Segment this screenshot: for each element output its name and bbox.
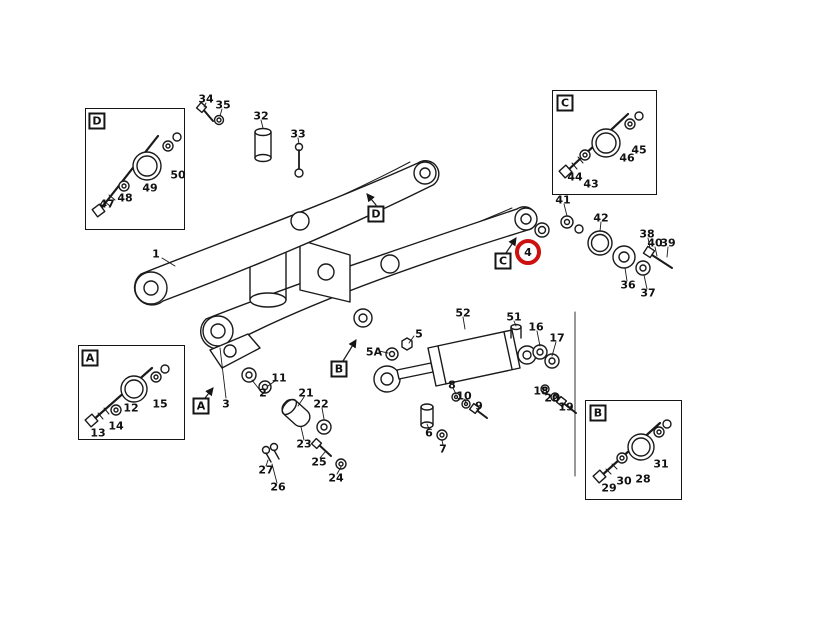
part-callout-10[interactable]: 10 <box>456 389 472 403</box>
part-callout-25[interactable]: 25 <box>311 455 327 469</box>
part-callout-50[interactable]: 50 <box>170 168 186 182</box>
part-callout-36[interactable]: 36 <box>620 278 636 292</box>
part-callout-19[interactable]: 19 <box>558 400 574 414</box>
hardware-5-5a <box>385 337 413 361</box>
detail-box-letter-D: D <box>88 112 106 130</box>
part-callout-45[interactable]: 45 <box>631 143 647 157</box>
part-callout-6[interactable]: 6 <box>425 426 433 440</box>
part-callout-14[interactable]: 14 <box>108 419 124 433</box>
part-callout-13[interactable]: 13 <box>90 426 106 440</box>
part-callout-5A[interactable]: 5A <box>365 345 383 359</box>
part-callout-39[interactable]: 39 <box>660 236 676 250</box>
part-callout-31[interactable]: 31 <box>653 457 669 471</box>
detail-box-letter-B: B <box>589 404 607 422</box>
hardware-lower-left-axis <box>241 367 347 470</box>
part-callout-4[interactable]: 4 <box>515 239 541 265</box>
part-callout-33[interactable]: 33 <box>290 127 306 141</box>
part-callout-37[interactable]: 37 <box>640 286 656 300</box>
detail-box-letter-C: C <box>556 94 574 112</box>
part-callout-8[interactable]: 8 <box>448 378 456 392</box>
part-callout-30[interactable]: 30 <box>616 474 632 488</box>
part-callout-12[interactable]: 12 <box>123 401 139 415</box>
ref-marker-D: D <box>367 205 385 223</box>
detail-box-A <box>78 345 185 440</box>
part-callout-21[interactable]: 21 <box>298 386 314 400</box>
part-callout-48[interactable]: 48 <box>117 191 133 205</box>
part-callout-26[interactable]: 26 <box>270 480 286 494</box>
ref-marker-arrows <box>204 193 517 399</box>
part-callout-24[interactable]: 24 <box>328 471 344 485</box>
part-callout-41[interactable]: 41 <box>555 193 571 207</box>
detail-d-art <box>91 132 182 218</box>
part-callout-42[interactable]: 42 <box>593 211 609 225</box>
part-callout-7[interactable]: 7 <box>439 442 447 456</box>
leader-lines <box>161 102 669 484</box>
part-callout-47[interactable]: 47 <box>99 197 115 211</box>
part-callout-17[interactable]: 17 <box>549 331 565 345</box>
part-callout-9[interactable]: 9 <box>475 399 483 413</box>
part-callout-18[interactable]: 18 <box>533 384 549 398</box>
part-callout-20[interactable]: 20 <box>544 391 560 405</box>
part-callout-46[interactable]: 46 <box>619 151 635 165</box>
lower-arm <box>199 206 538 350</box>
hardware-upper-right-axis <box>534 215 673 276</box>
part-callout-38[interactable]: 38 <box>639 227 655 241</box>
part-callout-44[interactable]: 44 <box>567 170 583 184</box>
part-callout-43[interactable]: 43 <box>583 177 599 191</box>
ref-marker-A: A <box>192 397 210 415</box>
part-callout-3[interactable]: 3 <box>222 397 230 411</box>
part-callout-32[interactable]: 32 <box>253 109 269 123</box>
detail-a-art <box>84 364 170 428</box>
hydraulic-cylinder <box>373 323 537 393</box>
part-callout-2[interactable]: 2 <box>259 386 267 400</box>
part-callout-51[interactable]: 51 <box>506 310 522 324</box>
part-callout-40[interactable]: 40 <box>647 236 663 250</box>
upper-arm <box>133 160 440 306</box>
detail-box-C <box>552 90 657 195</box>
part-callout-34[interactable]: 34 <box>198 92 214 106</box>
part-callout-52[interactable]: 52 <box>455 306 471 320</box>
part-callout-29[interactable]: 29 <box>601 481 617 495</box>
ref-marker-C: C <box>494 252 512 270</box>
detail-box-B <box>585 400 682 500</box>
part-callout-28[interactable]: 28 <box>635 472 651 486</box>
part-callout-1[interactable]: 1 <box>152 247 160 261</box>
part-callout-49[interactable]: 49 <box>142 181 158 195</box>
part-callout-15[interactable]: 15 <box>152 397 168 411</box>
hardware-16-20 <box>532 344 577 414</box>
part-callout-5[interactable]: 5 <box>415 327 423 341</box>
part-callout-35[interactable]: 35 <box>215 98 231 112</box>
hardware-top <box>195 101 304 178</box>
detail-b-art <box>592 419 672 484</box>
part-callout-11[interactable]: 11 <box>271 371 287 385</box>
detail-c-art <box>558 111 644 179</box>
detail-box-letter-A: A <box>81 349 99 367</box>
part-callout-22[interactable]: 22 <box>313 397 329 411</box>
part-callout-27[interactable]: 27 <box>258 463 274 477</box>
part-callout-16[interactable]: 16 <box>528 320 544 334</box>
part-callout-23[interactable]: 23 <box>296 437 312 451</box>
ref-marker-B: B <box>330 360 348 378</box>
detail-box-D <box>85 108 185 230</box>
